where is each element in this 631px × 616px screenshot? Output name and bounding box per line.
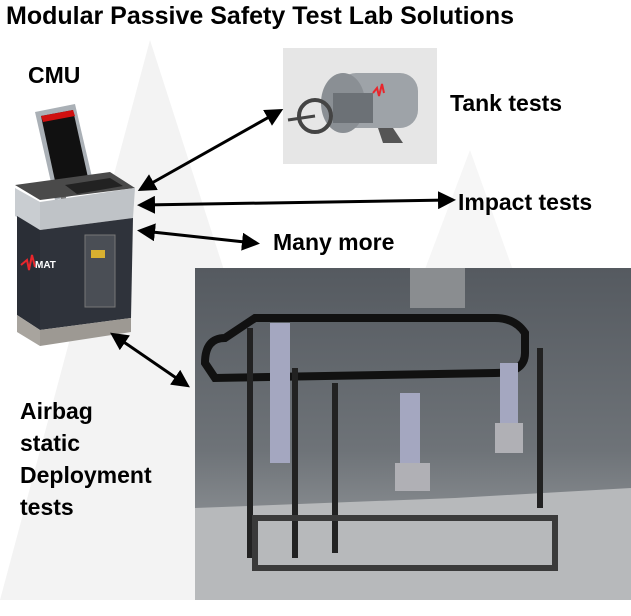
tank-test-image <box>283 48 437 164</box>
airbag-line: tests <box>20 494 74 520</box>
airbag-tests-label: Airbag static Deployment tests <box>20 395 190 523</box>
airbag-line: static <box>20 430 81 456</box>
impact-tests-label: Impact tests <box>458 189 593 215</box>
svg-text:MAT: MAT <box>35 260 56 271</box>
airbag-line: Deployment <box>20 462 152 488</box>
arrow-impact <box>137 191 456 214</box>
arrow-many <box>137 223 260 251</box>
many-more-label: Many more <box>273 229 395 255</box>
tank-tests-label: Tank tests <box>450 90 563 116</box>
cmu-cabinet-image: MAT <box>15 104 135 346</box>
airbag-test-rig-image <box>195 268 631 600</box>
cmu-label: CMU <box>28 62 81 88</box>
page-title: Modular Passive Safety Test Lab Solution… <box>6 2 514 30</box>
airbag-line: Airbag <box>20 398 93 424</box>
arrow-airbag <box>110 332 190 388</box>
arrow-tank <box>137 109 284 191</box>
